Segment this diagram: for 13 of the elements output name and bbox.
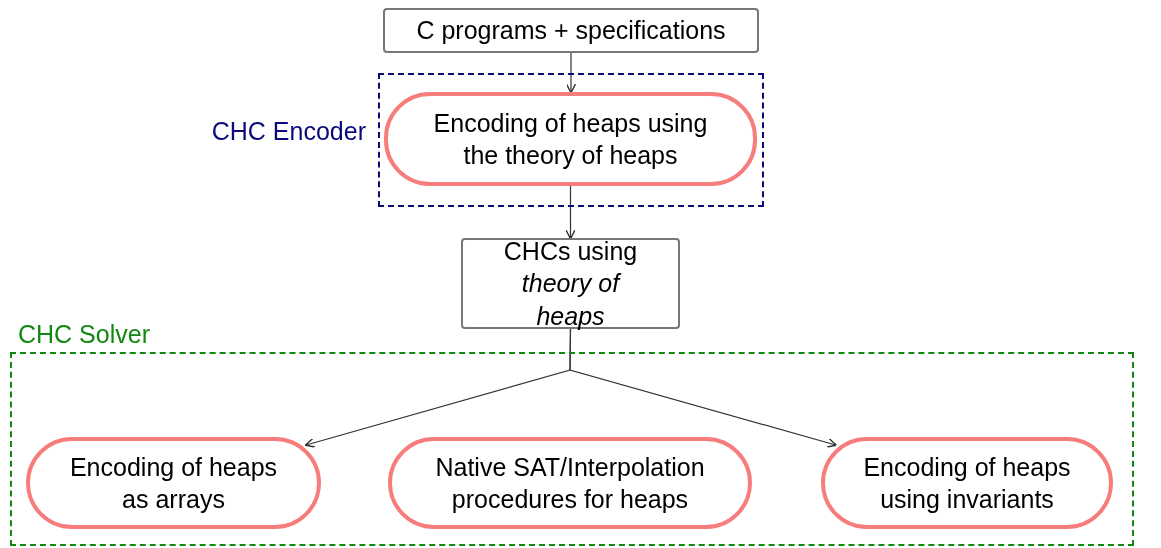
node-text: CHCs using theory of heaps [502, 235, 639, 332]
arrow [565, 185, 576, 240]
arrow [565, 52, 577, 94]
node-text: C programs + specifications [415, 15, 727, 47]
arrow [569, 328, 838, 448]
process-box [383, 8, 759, 53]
node-text: Encoding of heaps using invariants [862, 451, 1072, 515]
group-label: CHC Encoder [211, 116, 366, 147]
process-box [461, 238, 680, 329]
node-text: Native SAT/Interpolation procedures for heaps [434, 451, 706, 515]
group-label: CHC Solver [18, 318, 150, 350]
node-text: Encoding of heaps using the theory of heaps [432, 107, 709, 171]
node-text: Encoding of heaps as arrays [68, 451, 279, 515]
